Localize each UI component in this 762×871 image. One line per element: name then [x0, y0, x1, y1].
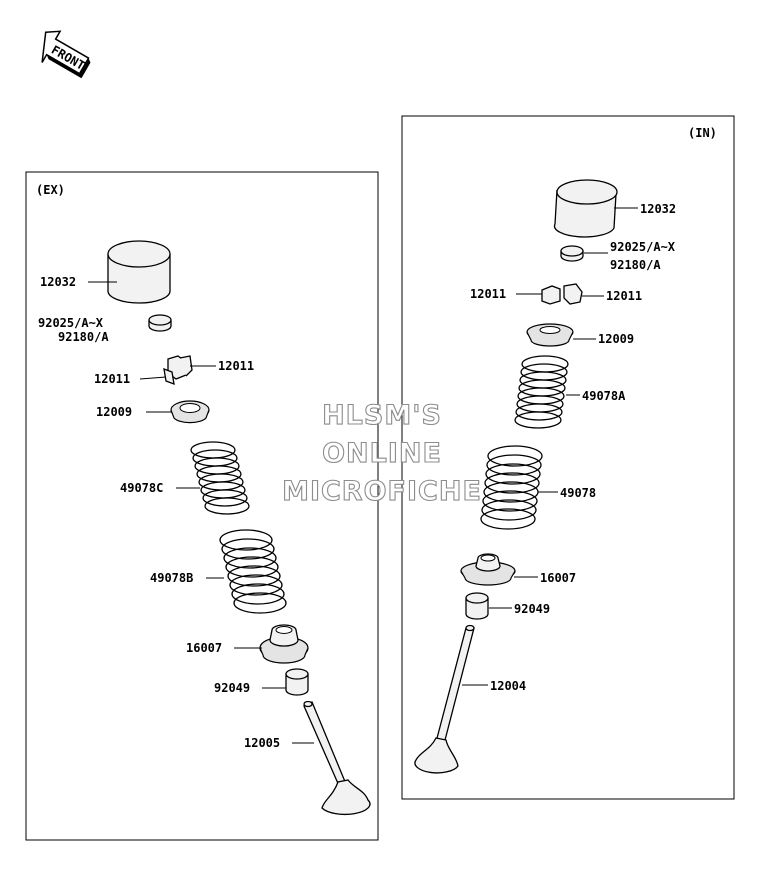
- in-spring-outer: [480, 445, 543, 530]
- ex-valve: [303, 700, 371, 816]
- in-tappet-label: 12032: [640, 202, 676, 216]
- in-retainer: [526, 323, 574, 347]
- watermark-line-1: HLSM'S: [322, 400, 442, 431]
- in-keeper-left-label: 12011: [470, 287, 506, 301]
- in-valve-label: 12004: [490, 679, 526, 693]
- ex-tappet: [107, 240, 171, 304]
- watermark-line-2: ONLINE: [322, 438, 442, 469]
- in-keeper: [541, 283, 583, 305]
- ex-shim-label-a: 92025/A~X: [38, 316, 104, 330]
- watermark-line-3: MICROFICHE: [282, 476, 482, 507]
- watermark: HLSM'S ONLINE MICROFICHE: [282, 399, 482, 507]
- in-keeper-right-label: 12011: [606, 289, 642, 303]
- in-spring-seat: [460, 553, 516, 586]
- ex-tappet-label: 12032: [40, 275, 76, 289]
- in-spring-inner-label: 49078A: [582, 389, 626, 403]
- in-valve: [414, 624, 475, 774]
- ex-retainer-label: 12009: [96, 405, 132, 419]
- ex-retainer: [170, 400, 210, 424]
- ex-panel-header: (EX): [36, 183, 65, 197]
- ex-keeper-left-label: 12011: [94, 372, 130, 386]
- in-panel: [401, 115, 735, 800]
- in-shim: [560, 245, 584, 262]
- in-retainer-label: 12009: [598, 332, 634, 346]
- ex-stem-seal-label: 92049: [214, 681, 250, 695]
- ex-panel: [25, 171, 379, 841]
- front-arrow-icon: FRONT: [41, 30, 91, 79]
- in-spring-seat-label: 16007: [540, 571, 576, 585]
- ex-keeper-right-label: 12011: [218, 359, 254, 373]
- in-tappet: [553, 179, 618, 238]
- in-stem-seal-label: 92049: [514, 602, 550, 616]
- in-spring-outer-label: 49078: [560, 486, 596, 500]
- ex-shim-label-b: 92180/A: [58, 330, 109, 344]
- in-spring-inner: [514, 355, 569, 429]
- ex-shim: [148, 314, 172, 332]
- ex-valve-label: 12005: [244, 736, 280, 750]
- ex-stem-seal: [285, 668, 309, 696]
- ex-spring-inner-label: 49078C: [120, 481, 163, 495]
- ex-spring-seat: [259, 624, 309, 664]
- ex-spring-outer: [219, 529, 287, 614]
- ex-spring-seat-label: 16007: [186, 641, 222, 655]
- in-shim-label-a: 92025/A~X: [610, 240, 676, 254]
- ex-spring-outer-label: 49078B: [150, 571, 193, 585]
- ex-spring-inner: [190, 441, 250, 515]
- in-stem-seal: [465, 592, 489, 620]
- in-shim-label-b: 92180/A: [610, 258, 661, 272]
- in-panel-header: (IN): [688, 126, 717, 140]
- ex-keeper: [163, 355, 193, 386]
